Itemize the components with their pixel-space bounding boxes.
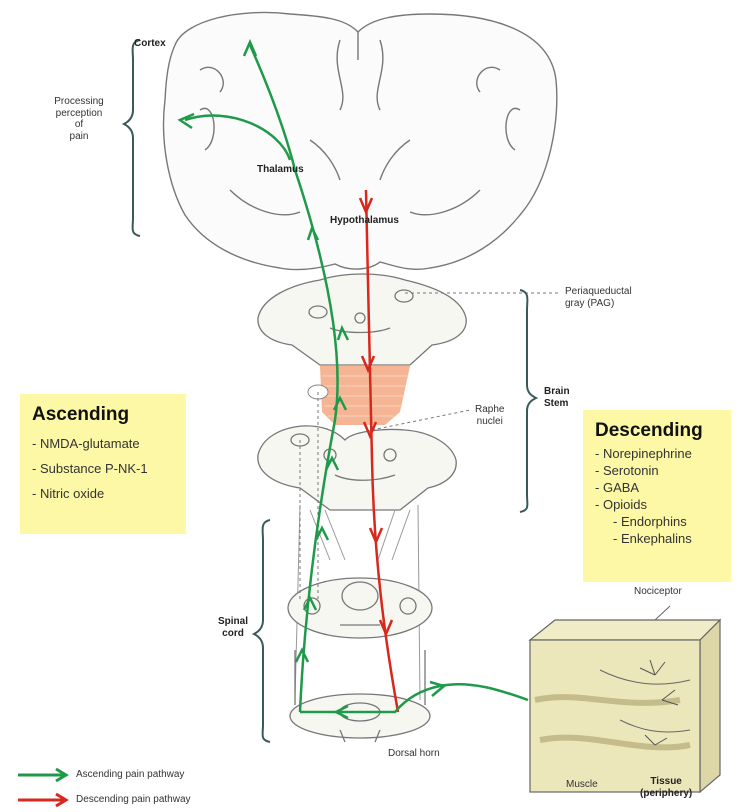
processing-line-1: Processing — [40, 96, 118, 108]
processing-line-2: perception — [40, 108, 118, 120]
descending-subitem: - Endorphins — [595, 514, 719, 529]
tissue-label: Tissue (periphery) — [640, 776, 692, 799]
ascending-item-text: NMDA-glutamate — [40, 436, 140, 451]
tissue-periphery-box — [530, 606, 720, 792]
ascending-box-title: Ascending — [32, 404, 174, 426]
descending-neurotransmitter-box: Descending - Norepinephrine - Serotonin … — [583, 410, 731, 582]
raphe-label: Raphe nuclei — [475, 404, 504, 427]
descending-list: - Norepinephrine - Serotonin - GABA - Op… — [595, 446, 719, 546]
descending-box-title: Descending — [595, 420, 719, 442]
descending-item: - Serotonin — [595, 463, 719, 478]
ascending-item: - NMDA-glutamate — [32, 436, 174, 451]
tissue-line-2: (periphery) — [640, 788, 692, 800]
processing-line-4: pain — [40, 131, 118, 143]
legend-ascending: Ascending pain pathway — [76, 769, 184, 780]
pag-line-1: Periaqueductal — [565, 286, 632, 298]
ascending-item: - Substance P-NK-1 — [32, 461, 174, 476]
ascending-item-text: Substance P-NK-1 — [40, 461, 148, 476]
nociceptor-label: Nociceptor — [634, 586, 682, 598]
tissue-line-1: Tissue — [640, 776, 692, 788]
legend-descending-label: Descending pain pathway — [76, 794, 191, 805]
raphe-region — [308, 366, 410, 425]
spinal-cord-line-1: Spinal — [218, 616, 248, 628]
descending-subitem: - Enkephalins — [595, 531, 719, 546]
raphe-line-2: nuclei — [475, 416, 504, 428]
brain-stem-line-1: Brain — [544, 386, 570, 398]
cortex-label: Cortex — [134, 38, 166, 50]
descending-item: - Opioids — [595, 497, 719, 512]
descending-item-text: Opioids — [603, 497, 647, 512]
spinal-slice-lower — [290, 650, 430, 742]
ascending-neurotransmitter-box: Ascending - NMDA-glutamate - Substance P… — [20, 394, 186, 534]
brain-stem-line-2: Stem — [544, 398, 570, 410]
muscle-label: Muscle — [566, 779, 598, 791]
descending-item-text: Norepinephrine — [603, 446, 692, 461]
raphe-line-1: Raphe — [475, 404, 504, 416]
descending-item: - GABA — [595, 480, 719, 495]
processing-line-3: of — [40, 119, 118, 131]
ascending-list: - NMDA-glutamate - Substance P-NK-1 - Ni… — [32, 436, 174, 501]
legend-descending: Descending pain pathway — [76, 794, 191, 805]
thalamus-label: Thalamus — [257, 164, 304, 176]
descending-item: - Norepinephrine — [595, 446, 719, 461]
midbrain-section — [258, 274, 466, 365]
pag-line-2: gray (PAG) — [565, 298, 632, 310]
spinal-cord-label: Spinal cord — [218, 616, 248, 639]
descending-item-text: Serotonin — [603, 463, 659, 478]
brain-cortex-section — [164, 12, 557, 269]
legend-ascending-label: Ascending pain pathway — [76, 769, 184, 780]
processing-perception-label: Processing perception of pain — [40, 96, 118, 142]
dorsal-horn-label: Dorsal horn — [388, 748, 440, 760]
brain-stem-label: Brain Stem — [544, 386, 570, 409]
spinal-cord-line-2: cord — [218, 628, 248, 640]
pag-label: Periaqueductal gray (PAG) — [565, 286, 632, 309]
ascending-item: - Nitric oxide — [32, 486, 174, 501]
descending-subitem-text: Endorphins — [621, 514, 687, 529]
legend-symbols — [18, 769, 66, 806]
descending-item-text: GABA — [603, 480, 639, 495]
medulla-section — [258, 426, 456, 510]
descending-subitem-text: Enkephalins — [621, 531, 692, 546]
ascending-item-text: Nitric oxide — [40, 486, 104, 501]
hypothalamus-label: Hypothalamus — [330, 215, 399, 227]
